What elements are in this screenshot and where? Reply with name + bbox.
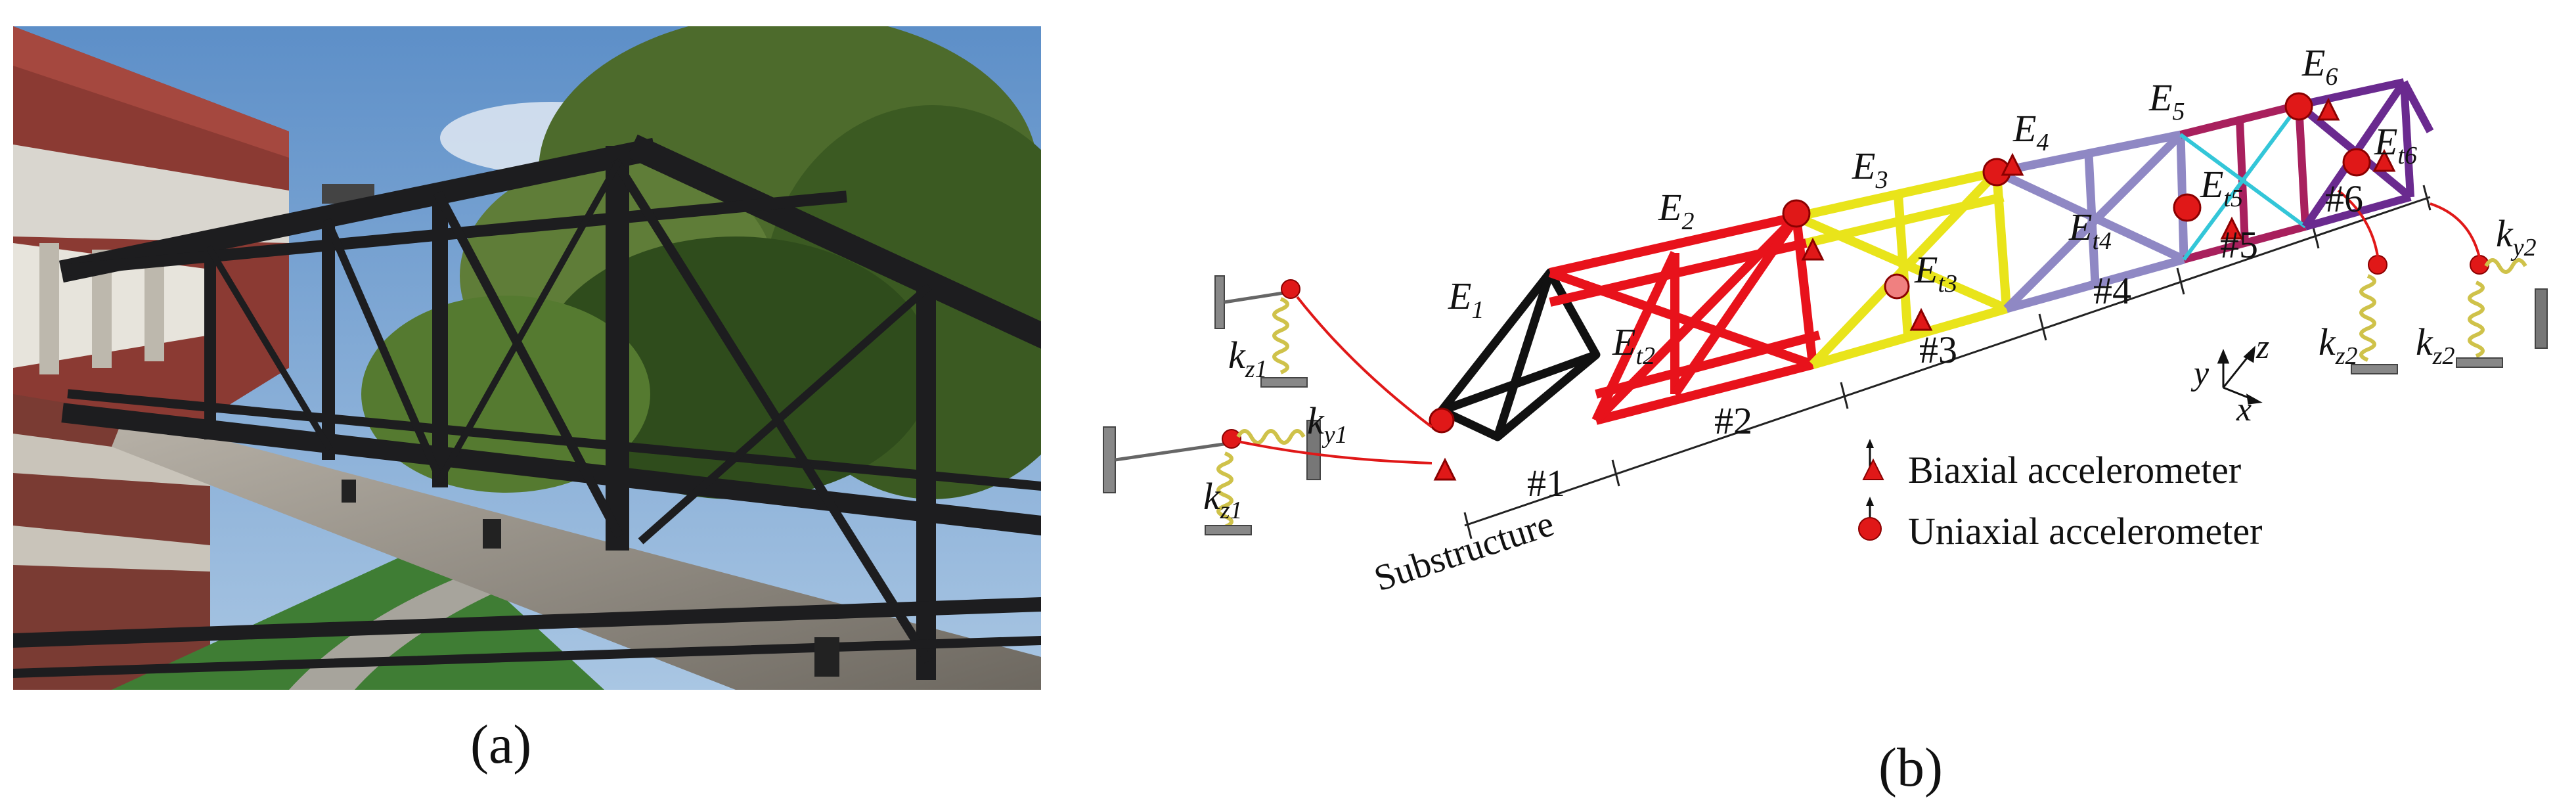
label-kz1-upper: kz1 — [1228, 334, 1268, 383]
caption-b: (b) — [1878, 737, 1943, 798]
segment-2-truss — [1548, 212, 1821, 425]
label-Et5: Et5 — [2200, 163, 2243, 212]
label-kz2-right: kz2 — [2416, 321, 2455, 370]
label-E5: E5 — [2148, 76, 2185, 125]
spring-labels: kz1 ky1 kz1 kz2 kz2 ky2 — [1203, 212, 2537, 524]
legend-markers — [1858, 439, 1884, 541]
label-seg-2: #2 — [1714, 399, 1752, 442]
label-E1: E1 — [1448, 275, 1484, 324]
label-seg-6: #6 — [2325, 177, 2363, 220]
label-seg-1: #1 — [1527, 462, 1565, 505]
segment-5-bracing — [2179, 104, 2307, 261]
axis-x-label: x — [2236, 391, 2252, 428]
label-E4: E4 — [2012, 107, 2049, 156]
label-kz2-left: kz2 — [2319, 321, 2358, 370]
legend: Biaxial accelerometer Uniaxial accelerom… — [1908, 449, 2262, 552]
bridge-photo — [13, 26, 1041, 690]
caption-a: (a) — [470, 714, 532, 775]
left-spring-supports — [1103, 275, 1433, 535]
deck-lamps — [342, 480, 839, 677]
right-spring-supports — [2337, 189, 2548, 374]
segment-4-truss — [1995, 130, 2188, 313]
coordinate-axes — [2217, 346, 2263, 405]
axis-y-label: y — [2190, 355, 2210, 392]
axis-labels: y z x — [2190, 328, 2269, 428]
uniaxial-sensors — [1429, 92, 2371, 434]
label-Et4: Et4 — [2068, 206, 2112, 255]
label-seg-4: #4 — [2093, 269, 2131, 312]
label-kz1-lower: kz1 — [1203, 475, 1243, 524]
label-seg-3: #3 — [1919, 328, 1957, 371]
element-labels: E1 E2 E3 E4 E5 E6 Et2 Et3 Et4 Et5 Et6 — [1448, 41, 2417, 370]
truss — [13, 134, 1041, 680]
segment-1-truss — [1437, 268, 1601, 441]
segment-3-truss — [1794, 168, 2011, 369]
label-Et2: Et2 — [1612, 321, 1655, 370]
label-Et3: Et3 — [1914, 248, 1957, 298]
legend-uniaxial-label: Uniaxial accelerometer — [1908, 510, 2262, 552]
label-Et6: Et6 — [2374, 120, 2417, 169]
label-E3: E3 — [1852, 145, 1888, 194]
truss-fe-model-diagram: E1 E2 E3 E4 E5 E6 Et2 Et3 Et4 Et5 Et6 kz… — [1103, 41, 2548, 599]
biaxial-sensors — [1433, 97, 2396, 481]
label-E2: E2 — [1658, 186, 1694, 235]
segment-labels: #1 #2 #3 #4 #5 #6 — [1527, 177, 2363, 505]
label-ky1: ky1 — [1307, 399, 1348, 449]
span-dimension-line — [1463, 185, 2432, 539]
label-seg-5: #5 — [2220, 223, 2258, 266]
legend-biaxial-label: Biaxial accelerometer — [1908, 449, 2241, 491]
substructure-label: Substructure — [1369, 503, 1559, 599]
label-E6: E6 — [2301, 41, 2338, 91]
axis-z-label: z — [2255, 328, 2269, 366]
label-ky2: ky2 — [2496, 212, 2537, 261]
